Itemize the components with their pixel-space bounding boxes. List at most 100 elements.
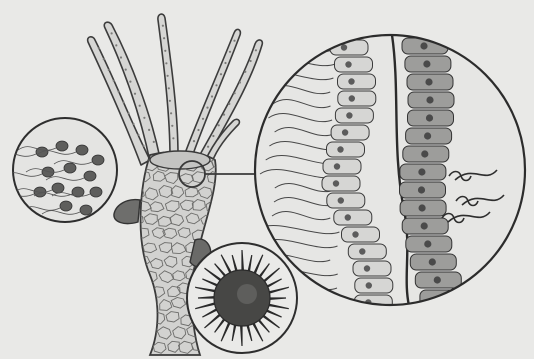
cell-nucleus xyxy=(348,78,354,84)
ectoderm-cell xyxy=(338,91,376,106)
egg xyxy=(52,183,64,193)
tentacle-dot xyxy=(234,92,236,94)
tentacle-dot xyxy=(202,118,204,120)
tentacle-dot xyxy=(211,95,213,97)
tentacle-dot xyxy=(207,146,209,148)
tentacle-dot xyxy=(233,40,235,42)
tentacle-dot xyxy=(120,56,122,58)
cell-nucleus xyxy=(341,44,347,50)
spiked-cell-nucleus xyxy=(237,284,257,304)
cell-nucleus xyxy=(366,282,372,288)
tentacle-dot xyxy=(129,81,131,83)
egg xyxy=(76,145,88,155)
cell-nucleus xyxy=(418,168,425,175)
tentacle-dot xyxy=(125,69,127,71)
tentacle-dot xyxy=(215,84,217,86)
tentacle-dot xyxy=(153,141,155,143)
tentacle-dot xyxy=(168,87,170,89)
tentacle-dot xyxy=(134,93,136,95)
tentacle-dot xyxy=(164,50,166,52)
tentacle-dot xyxy=(223,114,225,116)
cell-nucleus xyxy=(421,222,428,229)
tentacle-dot xyxy=(169,100,171,102)
cell-nucleus xyxy=(426,96,433,103)
cell-nucleus xyxy=(346,112,352,118)
tentacle-dot xyxy=(98,47,100,49)
tentacle-dot xyxy=(220,73,222,75)
tentacle-dot xyxy=(224,62,226,64)
tentacle-dot xyxy=(123,101,125,103)
egg xyxy=(56,141,68,151)
cell-nucleus xyxy=(337,146,343,152)
ectoderm-cell xyxy=(342,227,380,242)
tentacle-dot xyxy=(229,51,231,53)
tentacle-dot xyxy=(165,62,167,64)
tentacle-dot xyxy=(206,107,208,109)
tentacle-dot xyxy=(255,49,257,51)
ectoderm-cell xyxy=(335,57,373,72)
cell-nucleus xyxy=(429,258,436,265)
tentacle-dot xyxy=(143,117,145,119)
tentacle-dot xyxy=(244,71,246,73)
ectoderm-cell xyxy=(338,74,376,89)
ectoderm-cell xyxy=(322,176,360,191)
tentacle-dot xyxy=(167,75,169,77)
tentacle-dot xyxy=(193,140,195,142)
tentacle-dot xyxy=(171,125,173,127)
egg xyxy=(92,155,104,165)
tentacle-dot xyxy=(162,25,164,27)
cell-nucleus xyxy=(423,60,430,67)
tentacle-dot xyxy=(139,105,141,107)
egg xyxy=(64,163,76,173)
cell-nucleus xyxy=(419,204,426,211)
cell-nucleus xyxy=(359,248,365,254)
tentacle-dot xyxy=(128,112,130,114)
ectoderm-cell xyxy=(334,210,372,225)
egg xyxy=(84,171,96,181)
cell-nucleus xyxy=(342,129,348,135)
ectoderm-cell xyxy=(327,142,365,157)
ectoderm-cell xyxy=(327,193,365,208)
cell-nucleus xyxy=(421,150,428,157)
cell-nucleus xyxy=(424,132,431,139)
tentacle-dot xyxy=(197,129,199,131)
cell-nucleus xyxy=(420,42,427,49)
tentacle-dot xyxy=(103,58,105,60)
tentacle-dot xyxy=(148,129,150,131)
ectoderm-cell xyxy=(335,108,373,123)
tentacle-dot xyxy=(111,32,113,34)
tentacle-dot xyxy=(142,145,144,147)
tentacle-dot xyxy=(250,60,252,62)
egg xyxy=(60,201,72,211)
cell-nucleus xyxy=(334,163,340,169)
tentacle-dot xyxy=(228,103,230,105)
cell-nucleus xyxy=(338,197,344,203)
cell-nucleus xyxy=(424,240,431,247)
tentacle-dot xyxy=(239,81,241,83)
tentacle-dot xyxy=(118,91,120,93)
ectoderm-cell xyxy=(323,159,361,174)
ectoderm-cell xyxy=(348,244,386,259)
cell-nucleus xyxy=(426,114,433,121)
tentacle-dot xyxy=(212,135,214,137)
tentacle-dot xyxy=(108,69,110,71)
ectoderm-cell xyxy=(331,125,369,140)
tentacle-dot xyxy=(218,124,220,126)
cell-nucleus xyxy=(352,231,358,237)
hypostome xyxy=(150,151,210,169)
cell-nucleus xyxy=(418,186,425,193)
ectoderm-cell xyxy=(353,261,391,276)
tentacle-dot xyxy=(172,137,174,139)
cell-nucleus xyxy=(345,214,351,220)
ectoderm-cell xyxy=(355,278,393,293)
spermary-inset xyxy=(187,243,297,353)
tentacle-dot xyxy=(132,123,134,125)
tentacle-dot xyxy=(115,44,117,46)
cell-nucleus xyxy=(333,180,339,186)
tentacle-dot xyxy=(113,80,115,82)
cell-nucleus xyxy=(434,276,441,283)
tentacle-dot xyxy=(163,37,165,39)
tentacle-dot xyxy=(170,112,172,114)
